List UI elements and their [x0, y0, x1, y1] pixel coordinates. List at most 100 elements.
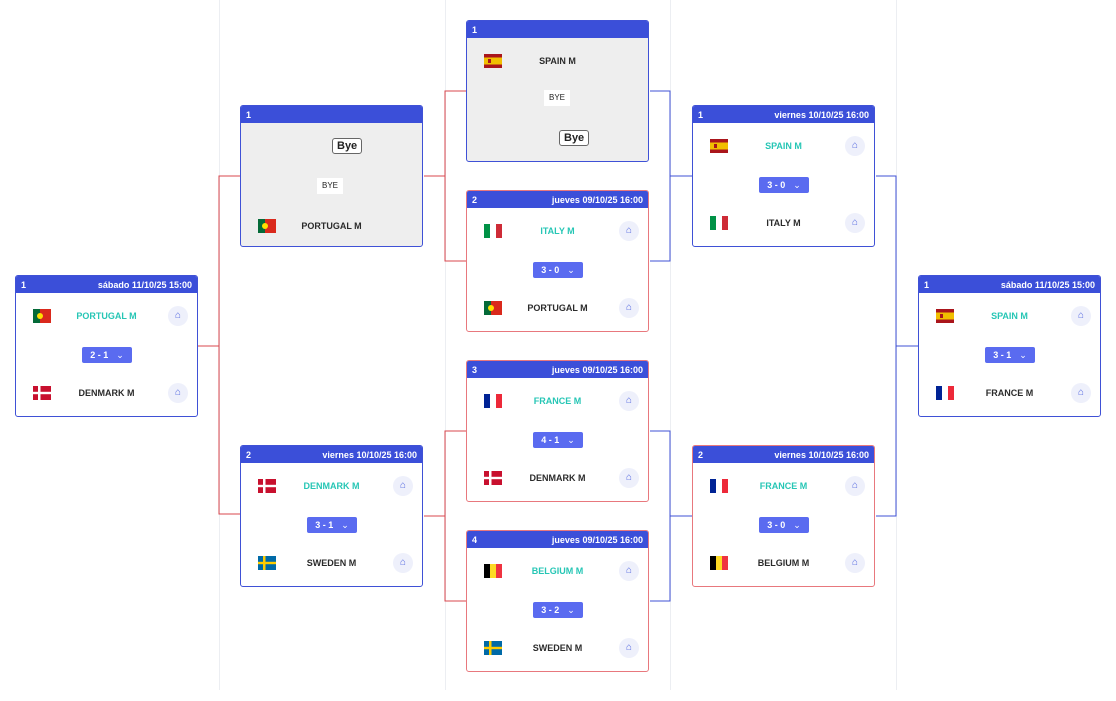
portugal-flag-icon	[484, 301, 502, 315]
home-icon[interactable]: ⌂	[845, 553, 865, 573]
team-name: PORTUGAL M	[527, 303, 588, 313]
score-value: 3 - 1	[315, 520, 334, 530]
column-divider	[670, 0, 671, 690]
home-icon[interactable]: ⌂	[168, 306, 188, 326]
match-number: 1	[246, 109, 252, 120]
match-number: 1	[698, 109, 704, 120]
team-name: SPAIN M	[765, 141, 802, 151]
sweden-flag-icon	[258, 556, 276, 570]
match-date: sábado 11/10/25 15:00	[97, 279, 192, 290]
match-card-qf-2[interactable]: 2 jueves 09/10/25 16:00 ITALY M ⌂ 3 - 0⌄…	[466, 190, 649, 332]
france-flag-icon	[710, 479, 728, 493]
team-row: SPAIN M ⌂	[919, 306, 1100, 328]
match-header: 4 jueves 09/10/25 16:00	[467, 531, 648, 548]
home-icon[interactable]: ⌂	[619, 468, 639, 488]
belgium-flag-icon	[484, 564, 502, 578]
score-value: 3 - 1	[993, 350, 1012, 360]
home-icon[interactable]: ⌂	[845, 136, 865, 156]
team-row: DENMARK M ⌂	[16, 383, 197, 405]
home-icon[interactable]: ⌂	[168, 383, 188, 403]
bye-label: BYE	[544, 90, 571, 106]
match-card-semi-r1[interactable]: 1 viernes 10/10/25 16:00 SPAIN M ⌂ 3 - 0…	[692, 105, 875, 247]
match-card-bye[interactable]: 1 Bye BYE PORTUGAL M	[240, 105, 423, 247]
score-dropdown[interactable]: 3 - 1⌄	[985, 347, 1035, 363]
home-icon[interactable]: ⌂	[619, 221, 639, 241]
team-name: DENMARK M	[78, 388, 135, 398]
match-number: 1	[21, 279, 27, 290]
bye-badge: Bye	[332, 138, 363, 154]
team-row: FRANCE M ⌂	[919, 383, 1100, 405]
match-number: 1	[924, 279, 930, 290]
home-icon[interactable]: ⌂	[619, 391, 639, 411]
team-name: PORTUGAL M	[301, 221, 362, 231]
team-row: SWEDEN M ⌂	[241, 553, 422, 575]
team-name: BELGIUM M	[757, 558, 810, 568]
team-name: SPAIN M	[991, 311, 1028, 321]
team-row: PORTUGAL M ⌂	[16, 306, 197, 328]
chevron-down-icon: ⌄	[341, 519, 349, 530]
home-icon[interactable]: ⌂	[619, 561, 639, 581]
match-header: 1 sábado 11/10/25 15:00	[919, 276, 1100, 293]
team-name: FRANCE M	[985, 388, 1034, 398]
team-name: SWEDEN M	[532, 643, 583, 653]
team-row: DENMARK M ⌂	[467, 468, 648, 490]
team-name: PORTUGAL M	[76, 311, 137, 321]
team-name: ITALY M	[766, 218, 801, 228]
home-icon[interactable]: ⌂	[619, 298, 639, 318]
match-card-left-final[interactable]: 1 sábado 11/10/25 15:00 PORTUGAL M ⌂ 2 -…	[15, 275, 198, 417]
home-icon[interactable]: ⌂	[393, 476, 413, 496]
score-dropdown[interactable]: 3 - 0⌄	[759, 177, 809, 193]
home-icon[interactable]: ⌂	[845, 213, 865, 233]
match-card-qf-3[interactable]: 3 jueves 09/10/25 16:00 FRANCE M ⌂ 4 - 1…	[466, 360, 649, 502]
team-name: BELGIUM M	[531, 566, 584, 576]
team-name: FRANCE M	[759, 481, 808, 491]
belgium-flag-icon	[710, 556, 728, 570]
chevron-down-icon: ⌄	[567, 264, 575, 275]
team-row: BELGIUM M ⌂	[467, 561, 648, 583]
match-header: 3 jueves 09/10/25 16:00	[467, 361, 648, 378]
match-card-semi-2[interactable]: 2 viernes 10/10/25 16:00 DENMARK M ⌂ 3 -…	[240, 445, 423, 587]
home-icon[interactable]: ⌂	[845, 476, 865, 496]
team-row: ITALY M ⌂	[693, 213, 874, 235]
score-dropdown[interactable]: 3 - 0⌄	[759, 517, 809, 533]
bye-label: BYE	[317, 178, 344, 194]
match-header: 1 sábado 11/10/25 15:00	[16, 276, 197, 293]
team-name: SPAIN M	[539, 56, 576, 66]
team-row: ITALY M ⌂	[467, 221, 648, 243]
match-number: 1	[472, 24, 478, 35]
match-date: viernes 10/10/25 16:00	[774, 449, 869, 460]
france-flag-icon	[484, 394, 502, 408]
team-row: SPAIN M ⌂	[693, 136, 874, 158]
denmark-flag-icon	[33, 386, 51, 400]
match-card-right-final[interactable]: 1 sábado 11/10/25 15:00 SPAIN M ⌂ 3 - 1⌄…	[918, 275, 1101, 417]
match-card-bye[interactable]: 1 SPAIN M BYE Bye	[466, 20, 649, 162]
score-value: 2 - 1	[90, 350, 109, 360]
score-dropdown[interactable]: 2 - 1⌄	[82, 347, 132, 363]
portugal-flag-icon	[258, 219, 276, 233]
score-value: 3 - 0	[767, 180, 786, 190]
score-dropdown[interactable]: 3 - 2⌄	[533, 602, 583, 618]
home-icon[interactable]: ⌂	[1071, 383, 1091, 403]
match-date: jueves 09/10/25 16:00	[551, 194, 643, 205]
score-dropdown[interactable]: 4 - 1⌄	[533, 432, 583, 448]
column-divider	[445, 0, 446, 690]
match-date: jueves 09/10/25 16:00	[551, 534, 643, 545]
match-header: 2 viernes 10/10/25 16:00	[241, 446, 422, 463]
home-icon[interactable]: ⌂	[393, 553, 413, 573]
match-card-semi-r2[interactable]: 2 viernes 10/10/25 16:00 FRANCE M ⌂ 3 - …	[692, 445, 875, 587]
chevron-down-icon: ⌄	[567, 604, 575, 615]
match-card-qf-4[interactable]: 4 jueves 09/10/25 16:00 BELGIUM M ⌂ 3 - …	[466, 530, 649, 672]
home-icon[interactable]: ⌂	[619, 638, 639, 658]
team-name: DENMARK M	[529, 473, 586, 483]
home-icon[interactable]: ⌂	[1071, 306, 1091, 326]
match-date: jueves 09/10/25 16:00	[551, 364, 643, 375]
score-dropdown[interactable]: 3 - 0 ⌄	[533, 262, 583, 278]
denmark-flag-icon	[484, 471, 502, 485]
match-date: viernes 10/10/25 16:00	[774, 109, 869, 120]
team-row: PORTUGAL M ⌂	[467, 298, 648, 320]
match-number: 3	[472, 364, 478, 375]
score-value: 3 - 0	[541, 265, 560, 275]
match-number: 2	[246, 449, 252, 460]
france-flag-icon	[936, 386, 954, 400]
score-dropdown[interactable]: 3 - 1 ⌄	[307, 517, 357, 533]
